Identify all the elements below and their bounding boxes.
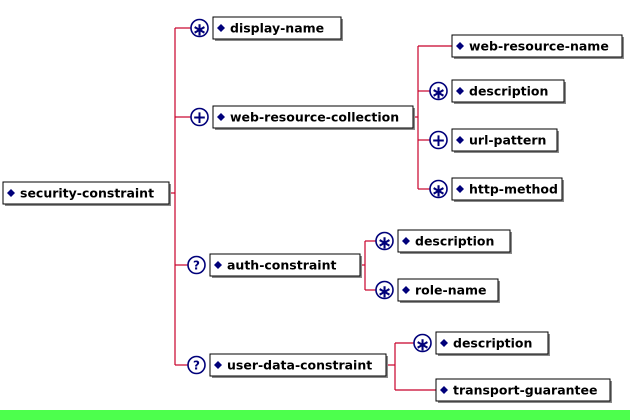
node-box [451,128,558,152]
zero-or-more-icon: ∗ [190,18,209,41]
node-box [451,34,623,58]
svg-text:?: ? [193,358,200,372]
zero-or-more-icon: ∗ [429,81,448,104]
node-label: description [415,234,494,249]
element-diamond-icon [456,42,464,50]
node-box [212,16,342,40]
node-auth-constraint[interactable]: ? auth-constraint [187,253,362,278]
node-label: web-resource-name [469,39,609,54]
node-user-data-constraint[interactable]: ? user-data-constraint [187,353,388,378]
zero-or-more-icon: ∗ [375,280,394,303]
node-box [209,353,387,377]
node-box [451,79,565,103]
element-diamond-icon [440,339,448,347]
node-box [451,177,563,201]
node-label: url-pattern [469,133,546,148]
svg-text:∗: ∗ [431,181,446,202]
element-diamond-icon [456,136,464,144]
node-url-pattern[interactable]: + url-pattern [429,128,559,153]
element-diamond-icon [456,87,464,95]
svg-text:∗: ∗ [377,233,392,254]
node-box [435,378,611,402]
element-diamond-icon [214,261,222,269]
node-label: security-constraint [20,186,154,201]
element-diamond-icon [402,237,410,245]
node-box [209,253,361,277]
node-wrc-description[interactable]: ∗ description [429,79,566,104]
node-box [212,105,414,129]
element-diamond-icon [214,361,222,369]
element-diamond-icon [456,185,464,193]
node-box [397,278,499,302]
node-ac-description[interactable]: ∗ description [375,229,512,254]
svg-text:∗: ∗ [415,335,430,356]
optional-icon: ? [187,355,206,375]
element-nodes: security-constraint ∗ display-name + web-res… [2,16,624,403]
node-box [397,229,511,253]
element-diamond-icon [7,189,15,197]
node-box [2,181,170,205]
node-display-name[interactable]: ∗ display-name [190,16,343,41]
zero-or-more-icon: ∗ [375,231,394,254]
node-web-resource-collection[interactable]: + web-resource-collection [190,105,415,130]
node-label: web-resource-collection [230,110,399,125]
svg-text:∗: ∗ [377,282,392,303]
node-label: transport-guarantee [453,383,598,398]
svg-text:∗: ∗ [431,83,446,104]
svg-text:+: + [431,131,445,151]
zero-or-more-icon: ∗ [429,179,448,202]
node-label: description [453,336,532,351]
node-security-constraint[interactable]: security-constraint [2,181,171,206]
node-udc-description[interactable]: ∗ description [413,331,550,356]
svg-text:∗: ∗ [192,20,207,41]
bottom-status-bar [0,410,630,420]
node-web-resource-name[interactable]: web-resource-name [451,34,624,59]
node-label: display-name [230,21,324,36]
optional-icon: ? [187,255,206,275]
node-label: http-method [469,182,558,197]
node-label: role-name [415,283,487,298]
svg-text:+: + [192,108,206,128]
node-http-method[interactable]: ∗ http-method [429,177,564,202]
connector-lines [169,27,452,391]
zero-or-more-icon: ∗ [413,333,432,356]
element-diamond-icon [402,286,410,294]
one-or-more-icon: + [429,130,448,151]
element-diamond-icon [440,386,448,394]
node-label: auth-constraint [227,258,336,273]
node-box [435,331,549,355]
one-or-more-icon: + [190,107,209,128]
node-label: description [469,84,548,99]
element-diamond-icon [217,113,225,121]
svg-text:?: ? [193,258,200,272]
element-diamond-icon [217,24,225,32]
node-role-name[interactable]: ∗ role-name [375,278,500,303]
node-transport-guarantee[interactable]: transport-guarantee [435,378,612,403]
node-label: user-data-constraint [227,358,372,373]
